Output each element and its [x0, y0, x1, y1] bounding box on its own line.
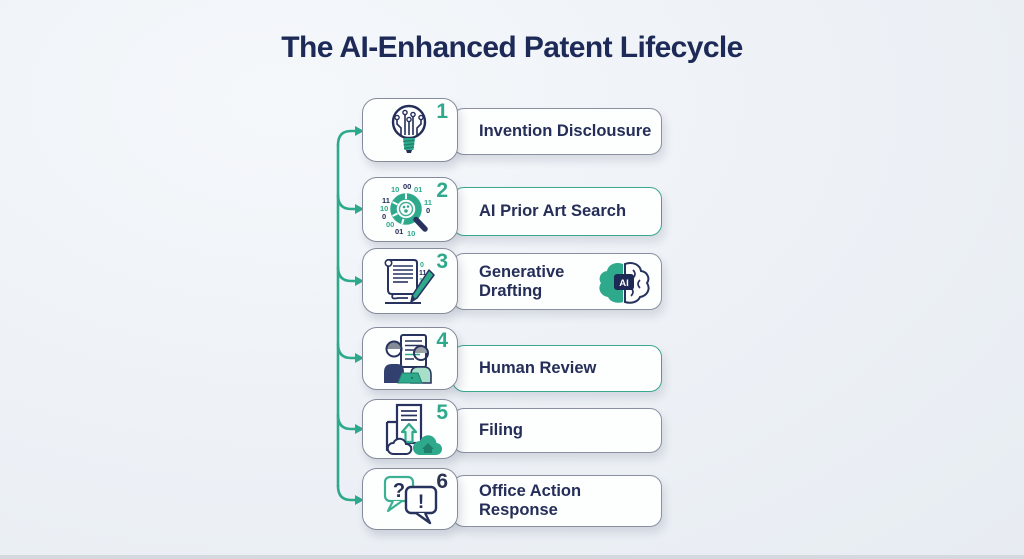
step-icon-card-5: 5	[362, 399, 458, 459]
step-number-3: 3	[436, 250, 448, 273]
step-label-5: Filing	[479, 421, 523, 439]
svg-text:00: 00	[403, 182, 411, 191]
svg-text:01: 01	[414, 185, 422, 194]
step-number-6: 6	[436, 470, 448, 493]
lightbulb-circuit-icon	[391, 104, 427, 153]
svg-text:00: 00	[386, 220, 394, 229]
speech-bubbles-icon: ? !	[383, 475, 438, 525]
step-icon-card-3: 3 0 11 11 0	[362, 248, 458, 314]
step-number-2: 2	[436, 179, 448, 202]
svg-text:0: 0	[420, 262, 424, 269]
step-label-2: AI Prior Art Search	[479, 202, 627, 220]
page-title: The AI-Enhanced Patent Lifecycle	[281, 31, 743, 64]
step-label-card-5: Filing	[452, 408, 662, 453]
svg-text:11: 11	[424, 198, 432, 207]
step-icon-card-6: 6 ? !	[362, 468, 458, 530]
step-number-1: 1	[436, 100, 448, 123]
step-label-6: Office Action Response	[479, 482, 582, 519]
step-icon-card-4: 4	[362, 327, 458, 390]
step-number-4: 4	[436, 329, 448, 352]
step-label-3-line1: Generative	[479, 262, 565, 281]
svg-text:10: 10	[380, 204, 388, 213]
magnifier-binary-icon: 10 00 01 11 10 0 00 11 0 01 10	[380, 182, 432, 238]
step-label-3-line2: Drafting	[479, 281, 543, 300]
step-label-card-2: AI Prior Art Search	[452, 187, 662, 236]
svg-text:10: 10	[407, 229, 415, 238]
step-label-card-6: Office Action Response	[452, 475, 662, 527]
svg-text:01: 01	[395, 227, 403, 236]
step-label-4: Human Review	[479, 359, 597, 377]
ai-brain-badge: AI	[595, 259, 653, 305]
svg-text:10: 10	[391, 185, 399, 194]
svg-text:0: 0	[426, 206, 430, 215]
step-label-card-3: Generative Drafting AI	[452, 253, 662, 310]
step-number-5: 5	[436, 401, 448, 424]
step-icon-card-2: 2 10 00 01 11 10 0 00 11 0 01 10	[362, 177, 458, 242]
svg-text:!: !	[418, 492, 424, 513]
step-icon-card-1: 1	[362, 98, 458, 162]
step-label-card-1: Invention Disclousure	[452, 108, 662, 155]
step-label-card-4: Human Review	[452, 345, 662, 392]
people-review-icon	[384, 333, 432, 384]
svg-text:?: ?	[393, 480, 405, 502]
flow-connector	[336, 126, 364, 505]
document-upload-cloud-icon	[385, 403, 443, 456]
bottom-edge-strip	[0, 555, 1024, 559]
svg-text:11: 11	[419, 270, 427, 277]
ai-brain-icon: AI	[599, 261, 650, 304]
svg-text:0: 0	[382, 212, 386, 221]
step-label-1: Invention Disclousure	[479, 122, 652, 140]
svg-text:11: 11	[382, 196, 390, 205]
document-pen-icon: 0 11 11 0	[384, 259, 435, 304]
svg-text:AI: AI	[619, 278, 629, 289]
step-label-3: Generative Drafting	[479, 263, 564, 301]
